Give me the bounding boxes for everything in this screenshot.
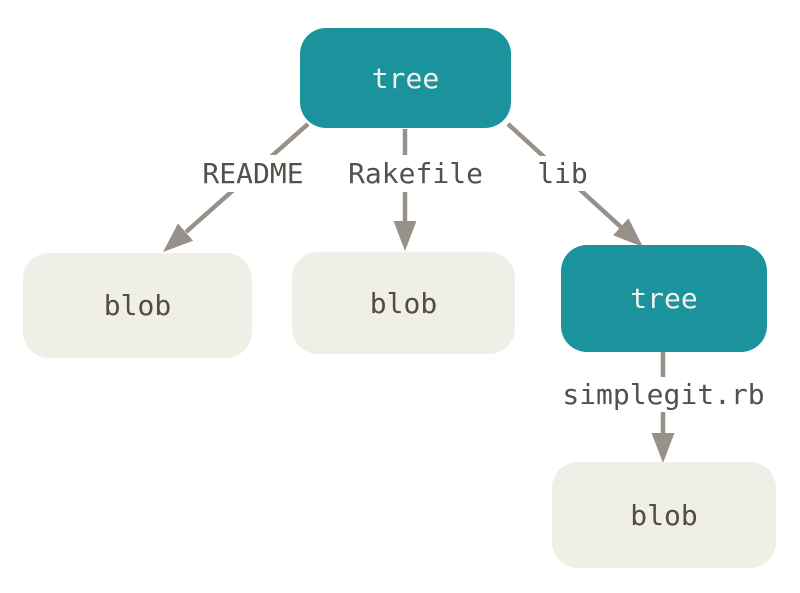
arrowhead-rakefile-icon	[393, 221, 417, 251]
edge-label-lib: lib	[520, 156, 605, 191]
node-tree-root: tree	[300, 28, 511, 128]
arrowhead-readme-icon	[163, 223, 194, 252]
edge-label-simplegit-rb: simplegit.rb	[550, 377, 777, 412]
edge-label-readme: README	[188, 155, 318, 192]
node-blob-readme: blob	[23, 253, 252, 358]
node-blob-simplegit: blob	[552, 462, 776, 568]
node-tree-lib: tree	[561, 245, 767, 352]
arrowhead-simplegit-icon	[651, 433, 675, 463]
arrowhead-lib-icon	[613, 218, 643, 247]
edge-label-rakefile: Rakefile	[318, 155, 513, 192]
node-blob-rakefile: blob	[292, 252, 515, 354]
